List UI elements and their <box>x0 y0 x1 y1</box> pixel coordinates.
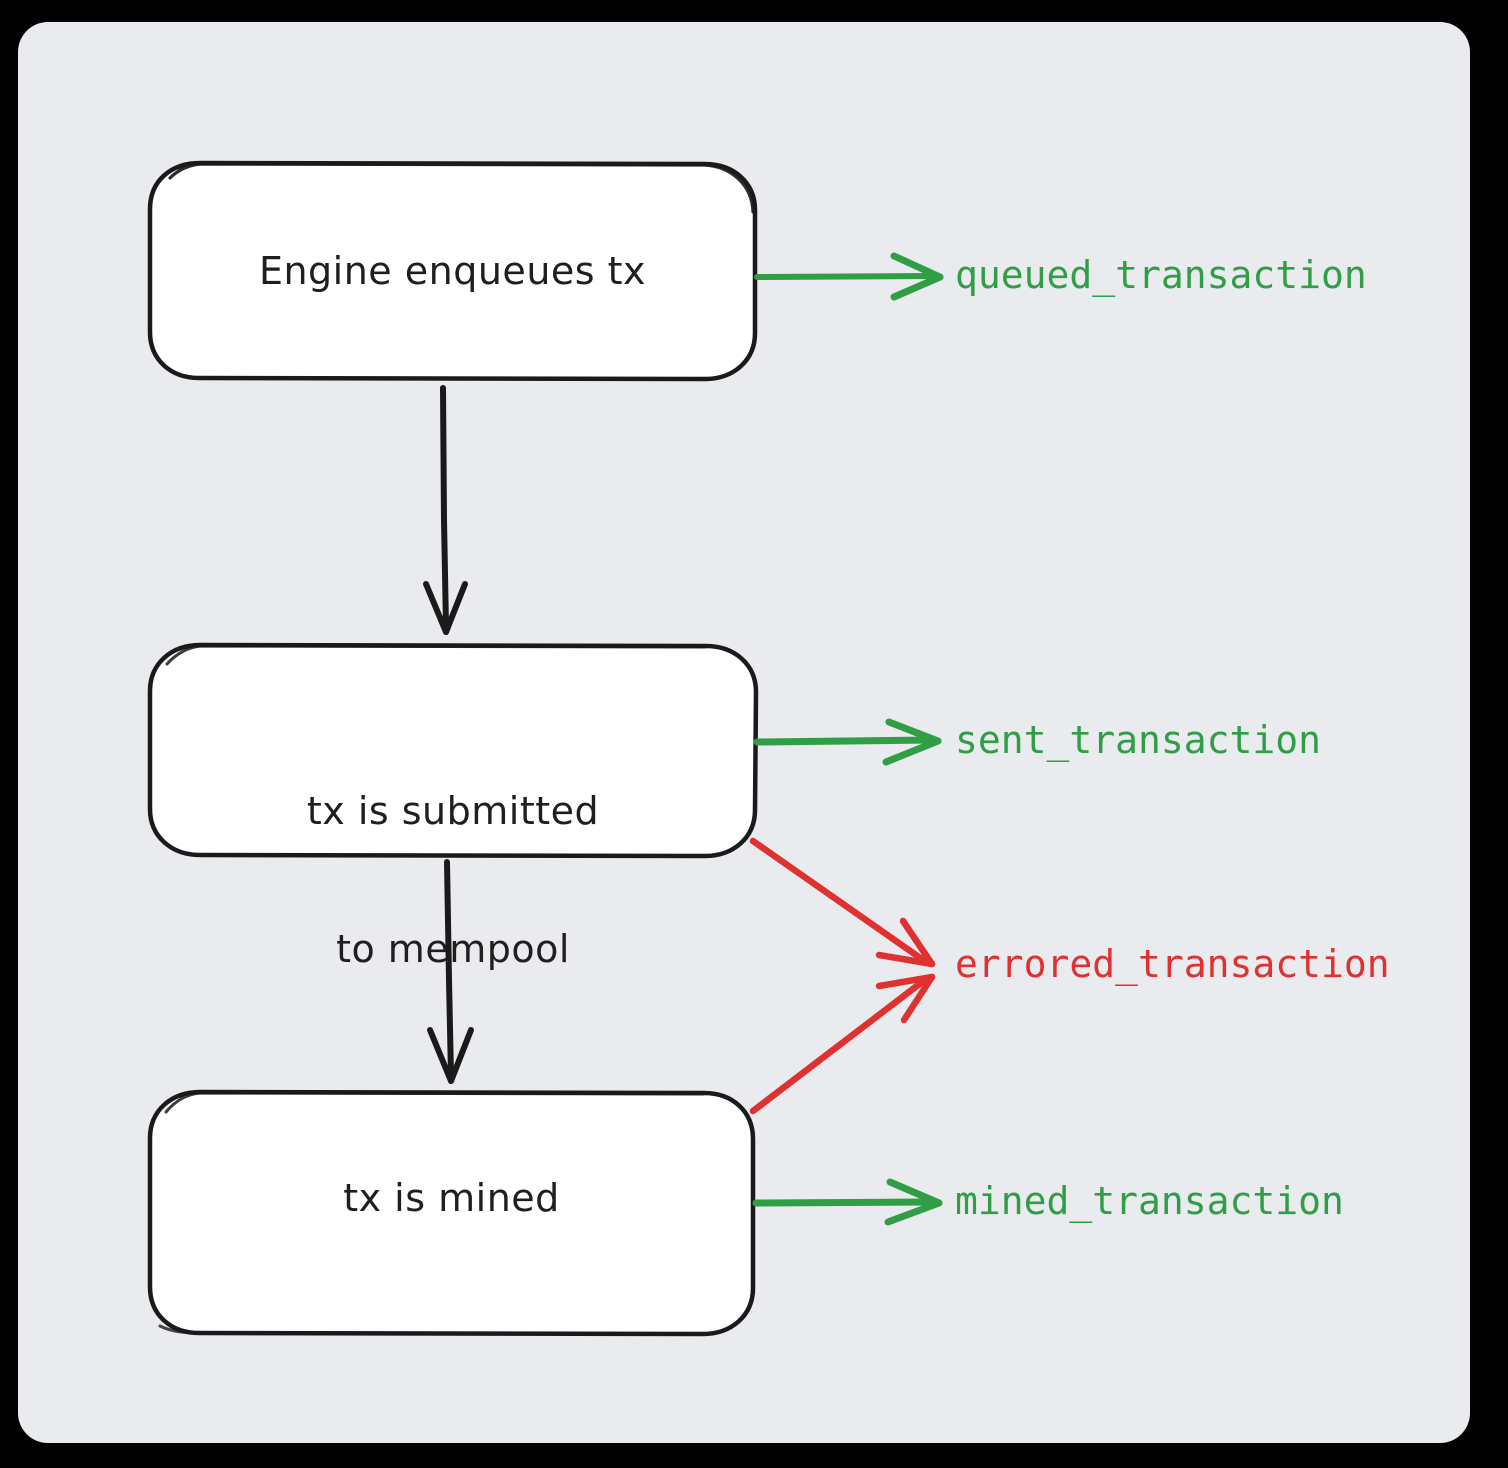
event-arrow-errored-a-head-bottom <box>875 951 936 968</box>
event-label-errored-transaction: errored_transaction <box>955 942 1390 986</box>
node-submitted-shape <box>147 642 759 859</box>
node-enqueued-shape <box>147 160 758 382</box>
flow-arrow-submitted-to-mined <box>427 859 474 1084</box>
event-arrow-queued-head-top <box>890 252 944 281</box>
flow-arrow-2-head-left <box>427 1027 454 1084</box>
node-submitted[interactable] <box>147 642 759 859</box>
event-arrow-sent-line <box>753 736 936 746</box>
event-arrow-mined <box>752 1178 943 1226</box>
node-mined-sketch <box>164 1091 705 1114</box>
event-arrow-errored-b-line <box>749 975 930 1115</box>
event-arrow-errored-b-head-top <box>875 973 936 990</box>
event-arrow-errored-b-head-bottom <box>900 973 936 1024</box>
event-label-sent-transaction: sent_transaction <box>955 718 1322 762</box>
event-arrow-queued <box>754 252 944 301</box>
flow-arrow-enqueued-to-submitted <box>423 385 468 635</box>
event-arrow-errored-from-mined <box>749 973 936 1115</box>
node-mined-sketch-bottom <box>158 1324 704 1336</box>
flow-arrow-2-head-right <box>448 1027 474 1084</box>
event-label-mined-transaction: mined_transaction <box>955 1179 1344 1223</box>
event-arrow-sent-head-bottom <box>882 737 942 766</box>
event-arrow-sent <box>753 718 942 766</box>
flow-arrow-2-line <box>444 859 454 1079</box>
node-enqueued-sketch <box>168 162 755 214</box>
node-mined[interactable] <box>147 1089 756 1337</box>
event-arrow-sent-head-top <box>885 718 942 745</box>
event-arrow-errored-a-head-top <box>899 917 936 968</box>
node-mined-shape <box>147 1089 756 1337</box>
flow-arrow-1-head-right <box>443 581 468 635</box>
event-arrow-queued-head-bottom <box>890 273 944 301</box>
event-arrow-mined-line <box>752 1198 936 1207</box>
flow-arrow-1-line <box>440 385 449 630</box>
event-arrow-mined-head-bottom <box>884 1199 943 1226</box>
event-label-queued-transaction: queued_transaction <box>955 253 1367 297</box>
node-enqueued[interactable] <box>147 160 758 382</box>
event-arrow-errored-a-line <box>749 837 930 966</box>
event-arrow-mined-head-top <box>886 1178 943 1207</box>
event-arrow-errored-from-submitted <box>749 837 936 968</box>
flow-arrow-1-head-left <box>423 581 449 635</box>
node-submitted-sketch <box>165 644 707 666</box>
event-arrow-queued-line <box>754 273 938 280</box>
